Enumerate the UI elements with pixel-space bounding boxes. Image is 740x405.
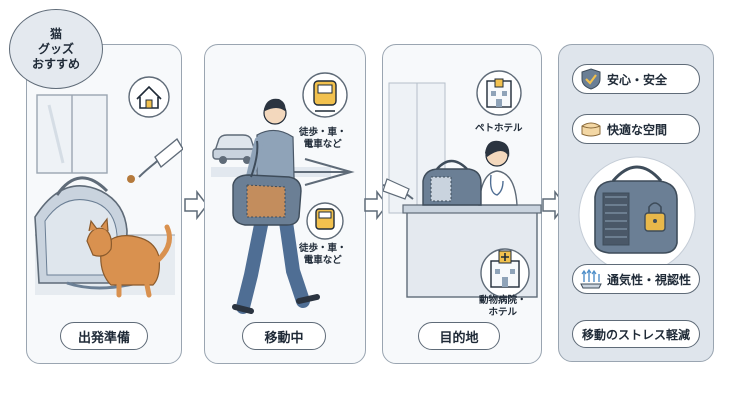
step-destination-label: 目的地 (418, 322, 500, 350)
transport-caption-bottom: 徒歩・車・ 電車など (299, 243, 347, 267)
step-transit-label: 移動中 (242, 322, 326, 350)
benefit-ventilation: 通気性・視認性 (572, 264, 700, 294)
badge-line3: おすすめ (31, 56, 80, 71)
step-departure-panel: 猫 グッズ おすすめ (9, 9, 183, 364)
step-transit-panel: 徒歩・車・ 電車など 徒歩・車・ 電車など (204, 44, 366, 364)
benefits-panel (558, 44, 714, 362)
shield-check-icon (581, 68, 601, 90)
step-departure-label: 出発準備 (60, 322, 148, 350)
transport-top-line1: 徒歩・車・ (299, 127, 347, 138)
departure-illustration (34, 76, 183, 298)
benefit-comfort-label: 快適な空間 (607, 122, 668, 137)
pet-hotel-label: ペトホテル (475, 123, 523, 134)
transit-illustration (211, 72, 355, 314)
cat-goods-badge: 猫 グッズ おすすめ (9, 9, 103, 89)
vet-hospital-caption: 動物病院・ ホテル (479, 295, 527, 319)
badge-line1: 猫 (49, 26, 62, 41)
destination-illustration (383, 70, 542, 298)
benefit-ventilation-label: 通気性・視認性 (607, 272, 692, 287)
benefits-summary-label: 移動のストレス軽減 (572, 320, 700, 348)
step-destination-panel: ペトホテル 動物病院・ ホテル (382, 44, 542, 364)
badge-line2: グッズ (37, 41, 74, 56)
transport-bottom-line1: 徒歩・車・ (299, 243, 347, 254)
mesh-airflow-icon (580, 268, 602, 289)
benefit-safety: 安心・安全 (572, 64, 700, 94)
transport-top-line2: 電車など (303, 139, 342, 150)
secure-carrier-illustration (578, 156, 696, 274)
cushion-icon (581, 122, 601, 137)
flow-arrow-icon (184, 190, 208, 220)
transport-bottom-line2: 電車など (303, 255, 342, 266)
transport-caption-top: 徒歩・車・ 電車など (299, 127, 347, 151)
vet-hospital-line1: 動物病院・ (479, 295, 527, 306)
vet-hospital-line2: ホテル (488, 307, 518, 318)
benefit-safety-label: 安心・安全 (607, 72, 668, 87)
benefit-comfort: 快適な空間 (572, 114, 700, 144)
